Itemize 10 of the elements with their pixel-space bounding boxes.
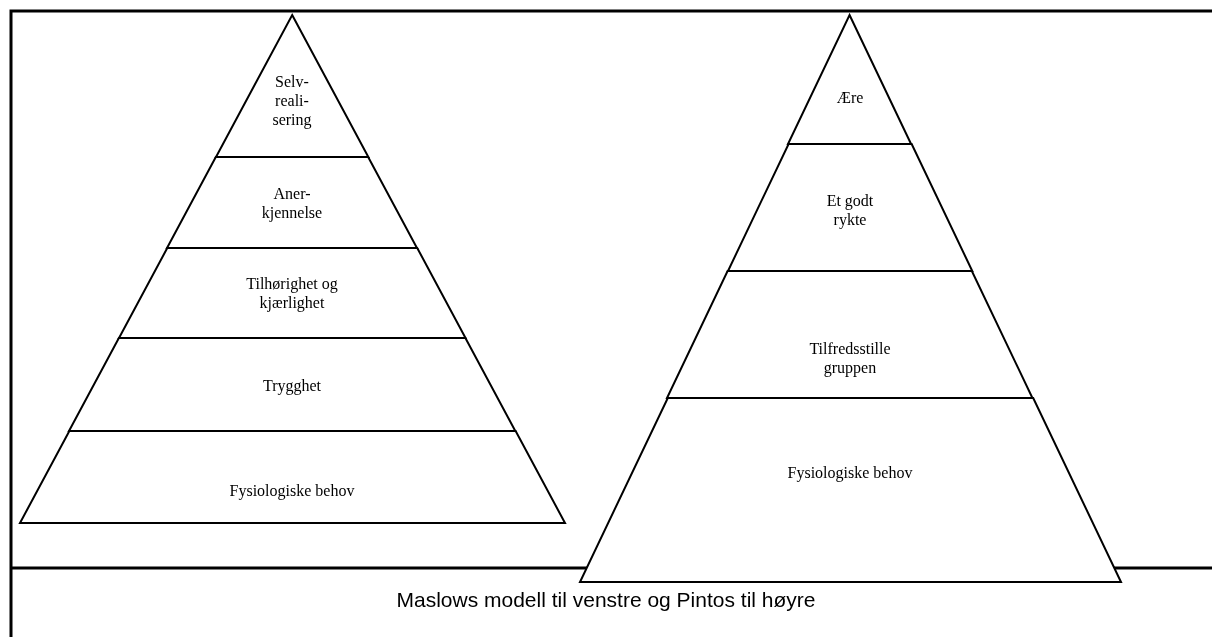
tier-label: Tilfredsstille gruppen (808, 339, 892, 377)
tier-label: Ære (835, 87, 865, 107)
tier-label: Tilhørighet og kjærlighet (245, 274, 339, 312)
caption: Maslows modell til venstre og Pintos til høyre (395, 588, 817, 612)
tier-label: Fysiologiske behov (786, 462, 914, 482)
tier-label: Selv- reali- sering (271, 71, 313, 129)
tier-label: Trygghet (261, 375, 323, 395)
tier-label: Et godt rykte (825, 191, 875, 229)
tier-label: Aner- kjennelse (260, 184, 324, 222)
tier-label: Fysiologiske behov (228, 480, 356, 500)
